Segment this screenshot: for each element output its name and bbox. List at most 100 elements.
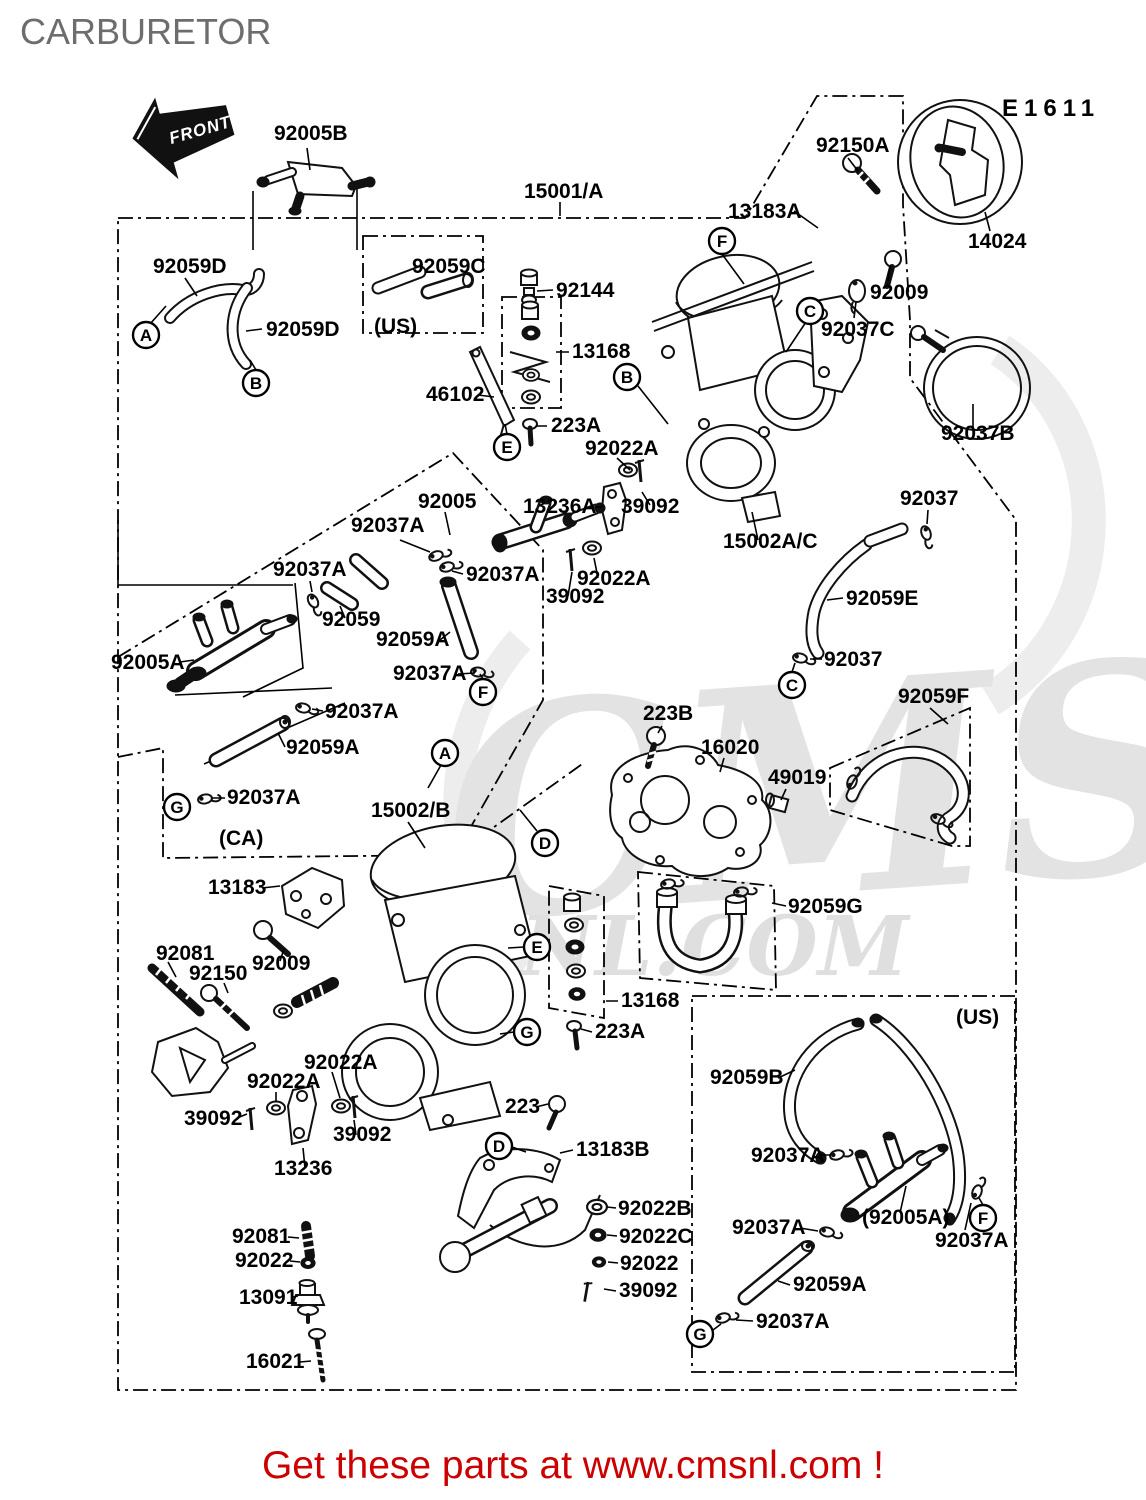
part-label-13183B: 13183B bbox=[576, 1138, 650, 1161]
hoses-92059c-us bbox=[371, 265, 474, 300]
us-box-bottom bbox=[691, 995, 1016, 1373]
part-label-92022A: 92022A bbox=[304, 1051, 378, 1074]
part-label-CA: (CA) bbox=[219, 827, 263, 850]
part-label-92059A: 92059A bbox=[286, 736, 360, 759]
part-label-13091: 13091 bbox=[239, 1286, 298, 1309]
air-cleaner-cap-14024 bbox=[897, 99, 1023, 225]
part-label-13236A: 13236A bbox=[523, 495, 597, 518]
plug-49019 bbox=[765, 792, 790, 814]
manifold-92005a-us bbox=[840, 1131, 949, 1223]
svg-text:A: A bbox=[140, 326, 152, 345]
carburetor-assembly-bottom-15002b bbox=[341, 823, 537, 1132]
jet-parts-13168-bottom bbox=[563, 892, 586, 1051]
part-label-39092: 39092 bbox=[184, 1107, 242, 1130]
box-92059g bbox=[637, 871, 777, 991]
callout-f: F bbox=[707, 226, 737, 256]
svg-text:C: C bbox=[804, 302, 816, 321]
part-label-US: (US) bbox=[374, 315, 417, 338]
part-label-49019: 49019 bbox=[768, 766, 826, 789]
part-label-92022B: 92022B bbox=[618, 1197, 692, 1220]
part-label-92059F: 92059F bbox=[898, 685, 969, 708]
page-code: E1611 bbox=[1002, 95, 1100, 122]
part-label-92037B: 92037B bbox=[941, 422, 1015, 445]
part-label-92037: 92037 bbox=[900, 487, 958, 510]
svg-text:E: E bbox=[501, 438, 512, 457]
part-label-92059G: 92059G bbox=[788, 895, 863, 918]
part-label-15002B: 15002/B bbox=[371, 799, 450, 822]
part-label-92059D: 92059D bbox=[266, 318, 340, 341]
screw-16021 bbox=[308, 1328, 326, 1383]
svg-text:F: F bbox=[717, 232, 727, 251]
callout-b: B bbox=[612, 362, 642, 392]
callout-d: D bbox=[530, 828, 560, 858]
callout-e: E bbox=[492, 432, 522, 462]
callout-d: D bbox=[484, 1131, 514, 1161]
part-label-16021: 16021 bbox=[246, 1350, 305, 1373]
screw-223a-top bbox=[522, 418, 538, 447]
part-label-92059A: 92059A bbox=[376, 628, 450, 651]
watermark-text-cms: CMS bbox=[433, 596, 1146, 988]
callout-c: C bbox=[795, 296, 825, 326]
part-label-92150: 92150 bbox=[189, 962, 247, 985]
box-92059f bbox=[829, 706, 971, 847]
part-label-92150A: 92150A bbox=[816, 134, 890, 157]
part-label-US: (US) bbox=[956, 1006, 999, 1029]
svg-text:G: G bbox=[520, 1023, 533, 1042]
hoses-92059 bbox=[320, 553, 389, 611]
spring-92081-left bbox=[147, 963, 205, 1017]
hose-92059a-us bbox=[737, 1240, 815, 1306]
part-label-92037: 92037 bbox=[824, 648, 882, 671]
part-label-92022: 92022 bbox=[235, 1249, 293, 1272]
front-arrow: FRONT bbox=[132, 97, 235, 180]
part-label-92059E: 92059E bbox=[846, 587, 918, 610]
part-label-223A: 223A bbox=[595, 1020, 645, 1043]
hose-92059a-left bbox=[208, 715, 291, 768]
part-label-92037A: 92037A bbox=[756, 1310, 830, 1333]
svg-text:A: A bbox=[439, 744, 451, 763]
part-label-92022A: 92022A bbox=[247, 1070, 321, 1093]
part-label-39092: 39092 bbox=[621, 495, 679, 518]
box-13168-bottom bbox=[548, 884, 605, 1020]
footer-link[interactable]: Get these parts at www.cmsnl.com ! bbox=[262, 1444, 884, 1487]
callout-f: F bbox=[968, 1203, 998, 1233]
part-label-16020: 16020 bbox=[701, 736, 759, 759]
valve-13091 bbox=[290, 1279, 326, 1324]
hose-92059e bbox=[805, 522, 909, 660]
pump-16020 bbox=[609, 745, 772, 878]
part-label-92037A: 92037A bbox=[273, 558, 347, 581]
svg-text:B: B bbox=[250, 374, 262, 393]
part-label-92005A: 92005A bbox=[111, 651, 185, 674]
part-label-92005A: (92005A) bbox=[862, 1206, 950, 1229]
svg-text:C: C bbox=[786, 676, 798, 695]
us-box-top bbox=[362, 235, 484, 334]
part-label-92005: 92005 bbox=[418, 490, 477, 513]
svg-text:D: D bbox=[493, 1137, 505, 1156]
outer-border bbox=[117, 95, 1017, 1391]
part-label-223A: 223A bbox=[551, 414, 601, 437]
svg-text:D: D bbox=[539, 834, 551, 853]
part-label-39092: 39092 bbox=[546, 585, 604, 608]
callout-c: C bbox=[777, 670, 807, 700]
part-label-92037A: 92037A bbox=[466, 563, 540, 586]
part-label-92059B: 92059B bbox=[710, 1066, 784, 1089]
part-label-92022C: 92022C bbox=[619, 1225, 693, 1248]
callout-f: F bbox=[468, 677, 498, 707]
hoses-92059d bbox=[164, 268, 265, 370]
part-label-92037A: 92037A bbox=[351, 514, 425, 537]
part-label-92009: 92009 bbox=[870, 281, 928, 304]
part-label-92009: 92009 bbox=[252, 952, 310, 975]
ca-region-border bbox=[117, 746, 586, 859]
jet-parts-13168-top bbox=[509, 300, 551, 405]
part-label-92037A: 92037A bbox=[732, 1216, 806, 1239]
valve-assy-needle bbox=[150, 977, 339, 1098]
rod-46102 bbox=[468, 345, 516, 439]
screw-223 bbox=[546, 1095, 566, 1131]
part-label-92144: 92144 bbox=[556, 279, 615, 302]
part-label-92059A: 92059A bbox=[793, 1273, 867, 1296]
part-label-92022A: 92022A bbox=[585, 437, 659, 460]
